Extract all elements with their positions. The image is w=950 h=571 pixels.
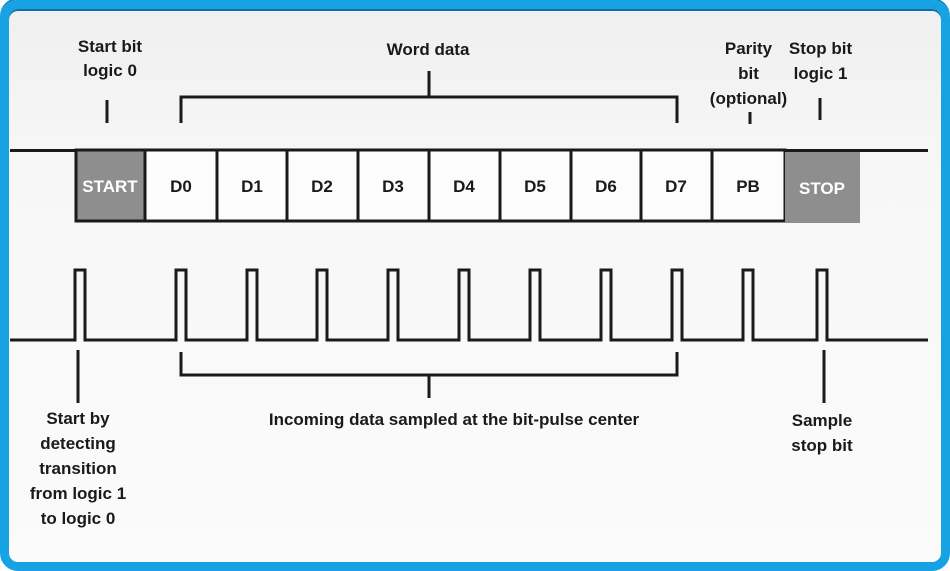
start-detect-label-line4: from logic 1	[29, 484, 127, 503]
word-data-label: Word data	[386, 40, 470, 59]
bit-box-d1	[215, 148, 289, 223]
sampling-bracket	[179, 352, 679, 398]
parity-bit-label-line3: (optional)	[709, 89, 788, 108]
word-data-bracket	[179, 71, 679, 123]
bit-label-d1: D1	[241, 177, 263, 196]
bit-box-d0	[143, 148, 219, 223]
bit-box-d4	[427, 148, 502, 223]
start-detect-label-line5: to logic 0	[40, 509, 116, 528]
start-detect-label-line3: transition	[39, 459, 117, 478]
start-bit-label: Start bit logic 0	[40, 35, 180, 83]
bit-box-pb	[710, 148, 787, 223]
bit-label-d2: D2	[311, 177, 333, 196]
sample-stop-label-line2: stop bit	[791, 436, 853, 455]
bit-label-d7: D7	[665, 177, 687, 196]
bit-label-stop: STOP	[799, 179, 845, 198]
bit-label-d4: D4	[453, 177, 475, 196]
bit-box-d2	[285, 148, 360, 223]
stop-bit-label-line2: logic 1	[793, 64, 848, 83]
start-bit-label-line2: logic 0	[83, 61, 137, 80]
bit-label-d5: D5	[524, 177, 546, 196]
start-detect-label-line1: Start by	[46, 409, 110, 428]
sampling-pulse-waveform	[10, 268, 928, 342]
parity-bit-label-line1: Parity	[724, 39, 773, 58]
bit-label-d0: D0	[170, 177, 192, 196]
parity-bit-label: Parity bit (optional)	[696, 36, 801, 111]
sample-stop-label: Sample stop bit	[762, 408, 882, 458]
sample-stop-label-line1: Sample	[791, 411, 853, 430]
stop-bit-label-line1: Stop bit	[788, 39, 853, 58]
start-detect-label: Start by detecting transition from logic…	[8, 406, 148, 531]
bit-label-d3: D3	[382, 177, 404, 196]
bit-box-start	[74, 148, 147, 223]
start-detect-label-line2: detecting	[40, 434, 116, 453]
bit-box-stop	[785, 152, 860, 223]
start-bit-label-line1: Start bit	[77, 37, 143, 56]
parity-bit-label-line2: bit	[738, 64, 759, 83]
bit-label-d6: D6	[595, 177, 617, 196]
bit-label-start: START	[82, 177, 138, 196]
stop-bit-label: Stop bit logic 1	[768, 36, 873, 86]
sampling-label: Incoming data sampled at the bit-pulse c…	[268, 410, 640, 429]
bit-label-pb: PB	[736, 177, 760, 196]
